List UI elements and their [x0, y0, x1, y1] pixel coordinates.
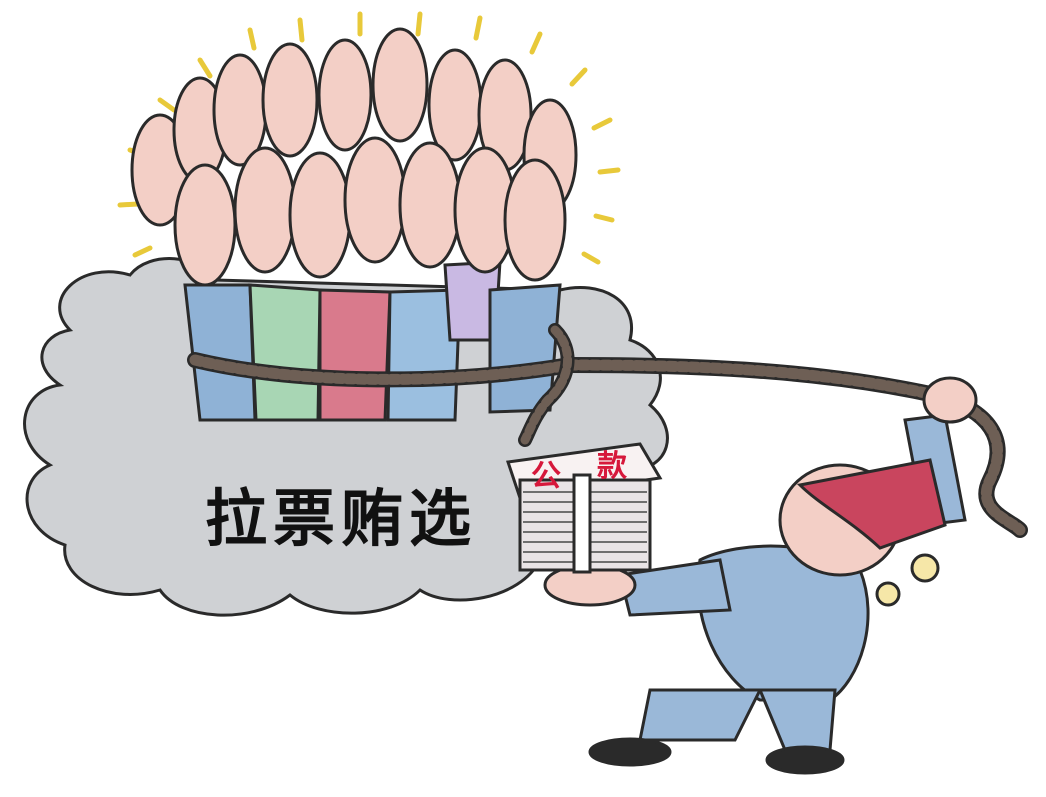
hat: [796, 458, 947, 550]
hand: [343, 136, 407, 264]
front-arm: [618, 558, 732, 617]
package-band: [572, 473, 592, 574]
sleeve-3: [318, 288, 392, 422]
raised-hands: [130, 27, 578, 287]
sleeve-2: [248, 283, 322, 422]
hand: [173, 163, 237, 287]
hand: [317, 38, 373, 152]
coin: [875, 581, 901, 607]
coin: [910, 553, 940, 583]
hand: [503, 158, 567, 282]
sleeves: [183, 260, 562, 422]
hand: [371, 27, 429, 143]
body-suit: [696, 544, 870, 702]
left-leg: [638, 688, 763, 742]
hand: [398, 141, 462, 269]
hand: [261, 42, 319, 158]
cash-package: 公 款: [506, 442, 663, 574]
caption-text: 拉票贿选: [205, 482, 478, 555]
official-figure: [543, 376, 978, 775]
left-shoe: [588, 737, 672, 767]
hand: [288, 151, 352, 279]
raised-hand: [922, 376, 978, 424]
hand: [233, 146, 297, 274]
package-char-left: 公: [531, 459, 561, 494]
right-shoe: [765, 745, 845, 775]
right-leg: [757, 688, 837, 752]
package-char-right: 款: [597, 449, 628, 484]
